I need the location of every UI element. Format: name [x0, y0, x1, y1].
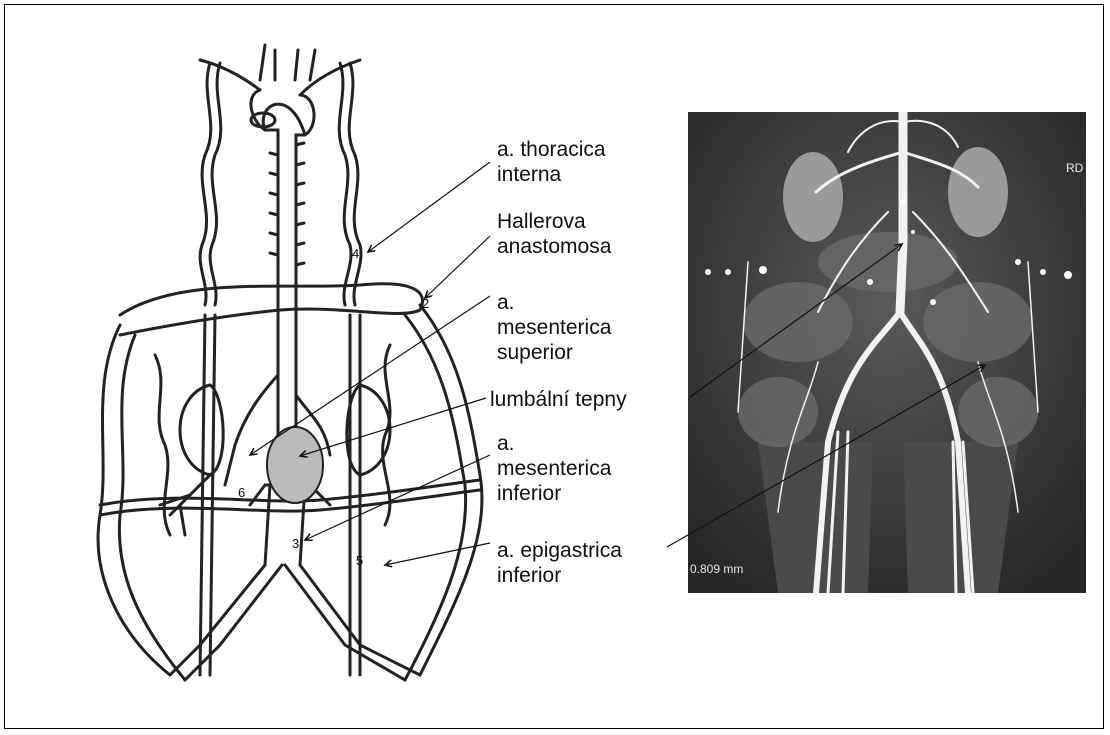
label-haller-line1: Hallerova — [497, 209, 611, 234]
label-mes-sup-line2: mesenterica — [497, 315, 611, 340]
label-lumbalni-line1: lumbální tepny — [490, 387, 627, 412]
ct-side-marker: RD — [1066, 161, 1084, 175]
label-mes-sup-line1: a. — [497, 290, 611, 315]
label-mesenterica-superior: a. mesenterica superior — [497, 290, 611, 365]
label-thoracica-line2: interna — [497, 162, 606, 187]
diagram-number-2: 2 — [422, 296, 429, 311]
label-mesenterica-inferior: a. mesenterica inferior — [497, 431, 611, 506]
label-mes-inf-line1: a. — [497, 431, 611, 456]
label-haller-anastomosa: Hallerova anastomosa — [497, 209, 611, 259]
ct-vessel-rendering: RD 0.809 mm — [688, 112, 1086, 593]
ct-angiography-image: RD 0.809 mm — [688, 112, 1086, 593]
label-mes-sup-line3: superior — [497, 340, 611, 365]
collateral-circulation-drawing: 4 2 6 3 5 — [60, 35, 540, 700]
diagram-number-4: 4 — [352, 246, 359, 261]
label-epigastrica-inferior: a. epigastrica inferior — [497, 538, 622, 588]
label-mes-inf-line2: mesenterica — [497, 456, 611, 481]
label-lumbalni-tepny: lumbální tepny — [490, 387, 627, 412]
label-mes-inf-line3: inferior — [497, 481, 611, 506]
label-haller-line2: anastomosa — [497, 234, 611, 259]
ct-slice-thickness: 0.809 mm — [690, 562, 743, 576]
label-epig-line2: inferior — [497, 563, 622, 588]
label-thoracica-interna: a. thoracica interna — [497, 137, 606, 187]
label-epig-line1: a. epigastrica — [497, 538, 622, 563]
diagram-number-6: 6 — [238, 485, 245, 500]
diagram-number-5: 5 — [356, 553, 363, 568]
label-thoracica-line1: a. thoracica — [497, 137, 606, 162]
diagram-number-3: 3 — [292, 536, 299, 551]
